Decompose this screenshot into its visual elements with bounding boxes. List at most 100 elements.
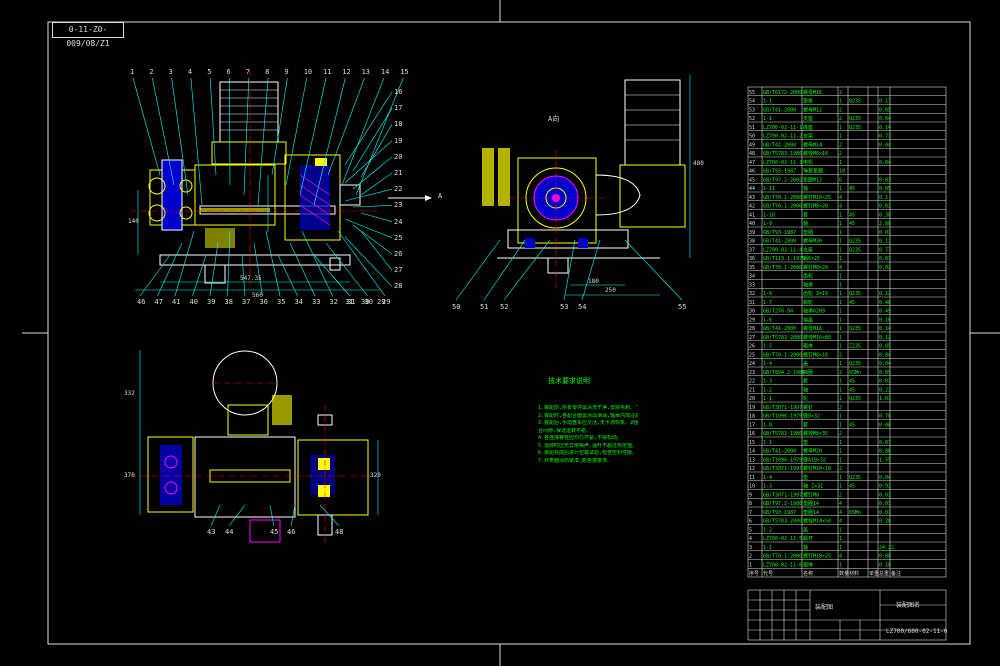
leader-line: [243, 77, 250, 196]
bom-cell: 30: [749, 309, 755, 315]
bom-cell: 19: [749, 405, 755, 411]
bom-cell: 0.18: [879, 562, 891, 568]
note-line: 1.装配前,所有零件需清洗干净,去除毛刺、飞边。: [538, 405, 638, 411]
bom-cell: 1-10: [763, 212, 775, 218]
bom-cell: 0.21: [879, 387, 891, 393]
bom-cell: 键A10×32: [803, 456, 826, 463]
bom-cell: 1: [839, 239, 842, 245]
bom-cell: 销6×25: [803, 255, 820, 262]
callout-right: 21: [394, 169, 403, 177]
bom-cell: GB/T5781-1986: [763, 431, 802, 437]
bom-cell: 10: [839, 169, 845, 175]
front-view: [130, 70, 432, 291]
bom-cell: 1: [839, 186, 842, 192]
callout-top: 10: [303, 68, 313, 76]
note-line: 合间隙,保证运转平稳。: [538, 427, 592, 434]
bom-cell: 1: [839, 387, 842, 393]
bom-cell: 套: [803, 211, 808, 218]
leader-line: [157, 242, 183, 297]
bom-cell: 0.04: [879, 116, 891, 122]
leader-line: [483, 239, 526, 301]
bom-cell: 轴: [803, 220, 808, 227]
bom-cell: 40: [749, 221, 755, 227]
leader-line: [265, 230, 281, 297]
bom-cell: 28: [749, 326, 755, 332]
leader-line: [171, 77, 189, 196]
bom-cell: GB/T3071-1997: [763, 466, 802, 472]
bom-cell: GB/T894.2-1986: [763, 370, 805, 376]
bom-cell: 支座: [803, 246, 813, 253]
bom-cell: 26: [749, 344, 755, 350]
callout-side: 54: [578, 303, 587, 311]
bom-cell: GB/T119.1-1979: [763, 256, 805, 262]
bom-cell: 2: [839, 116, 842, 122]
bom-cell: 0.04: [879, 475, 891, 481]
callout-plan-top: 29: [377, 298, 386, 306]
bom-cell: 螺钉M8×20: [803, 264, 828, 271]
bom-cell: 11: [749, 475, 755, 481]
bom-cell: 52: [749, 116, 755, 122]
bom-cell: 1-11: [763, 186, 775, 192]
bom-cell: Q235: [849, 99, 861, 105]
bom-cell: 螺栓M6×16: [803, 150, 828, 157]
leader-line: [581, 239, 601, 301]
leader-line: [344, 140, 393, 184]
bom-cell: 39: [749, 230, 755, 236]
bom-cell: 13: [749, 457, 755, 463]
leader-line: [290, 504, 296, 527]
callout-top: 12: [342, 68, 351, 76]
leader-line: [301, 230, 333, 297]
leader-line: [327, 77, 365, 176]
bom-cell: 螺钉M10×25: [803, 194, 831, 201]
bom-cell: GB/T97.2-1986: [763, 501, 802, 507]
bom-cell: 1-0: [763, 422, 772, 428]
note-line: 4.各连接螺栓应均匀拧紧,不得松动。: [538, 435, 623, 441]
callout-side: 51: [480, 303, 489, 311]
bom-cell: 0.08: [879, 554, 891, 560]
bom-cell: 0.14: [879, 326, 891, 332]
assembly-name: 装配图: [815, 604, 834, 611]
bom-cell: 2.88: [879, 221, 891, 227]
bom-cell: 45: [849, 422, 855, 428]
bom-cell: GB/T3071-1997: [763, 405, 802, 411]
dim-text: 480: [693, 160, 704, 167]
bom-cell: 0.01: [879, 256, 891, 262]
leader-line: [455, 239, 501, 301]
callout-bottom: 46: [137, 298, 146, 306]
leader-line: [228, 504, 246, 527]
callout-top: 7: [245, 68, 251, 76]
drawing-code-stamp: 0-11-Z0-009/08/Z1: [52, 22, 124, 48]
bom-cell: 1: [839, 379, 842, 385]
bom-cell: 螺钉: [803, 404, 813, 411]
bom-cell: GB/T5783-1986: [763, 151, 802, 157]
bom-cell: 0.01: [879, 501, 891, 507]
leader-line: [360, 230, 393, 271]
bom-cell: 1: [839, 160, 842, 166]
leader-line: [360, 124, 393, 178]
bom-cell: 2: [839, 370, 842, 376]
leader-line: [192, 254, 207, 297]
bom-cell: 0.78: [879, 414, 891, 420]
bom-cell: 轮: [803, 395, 808, 402]
note-line: 6.装配完成后进行空载试验,检查密封性能。: [538, 450, 638, 456]
callout-layer: [132, 77, 683, 527]
bom-cell: 箱体: [803, 343, 813, 350]
bom-cell: 45: [749, 177, 755, 183]
bom-cell: 16: [749, 431, 755, 437]
bom-cell: 1-3: [763, 379, 772, 385]
bom-cell: 0.12: [879, 291, 891, 297]
callout-side: 55: [678, 303, 687, 311]
callout-plan: 43: [207, 528, 216, 536]
bom-cell: 螺母M16: [803, 89, 822, 96]
leader-line: [277, 254, 298, 297]
bom-cell: 螺栓M8×35: [803, 430, 828, 437]
bom-cell: 1: [839, 545, 842, 551]
bom-cell: 1-8: [763, 291, 772, 297]
bom-cell: 2: [839, 142, 842, 148]
bom-cell: 43: [749, 195, 755, 201]
bom-cell: 支座: [803, 115, 813, 122]
drawing-number: LZ700/600-02-11-0: [886, 628, 948, 635]
notes-title: 技术要求说明: [548, 377, 590, 385]
bom-cell: 0.07: [879, 440, 891, 446]
